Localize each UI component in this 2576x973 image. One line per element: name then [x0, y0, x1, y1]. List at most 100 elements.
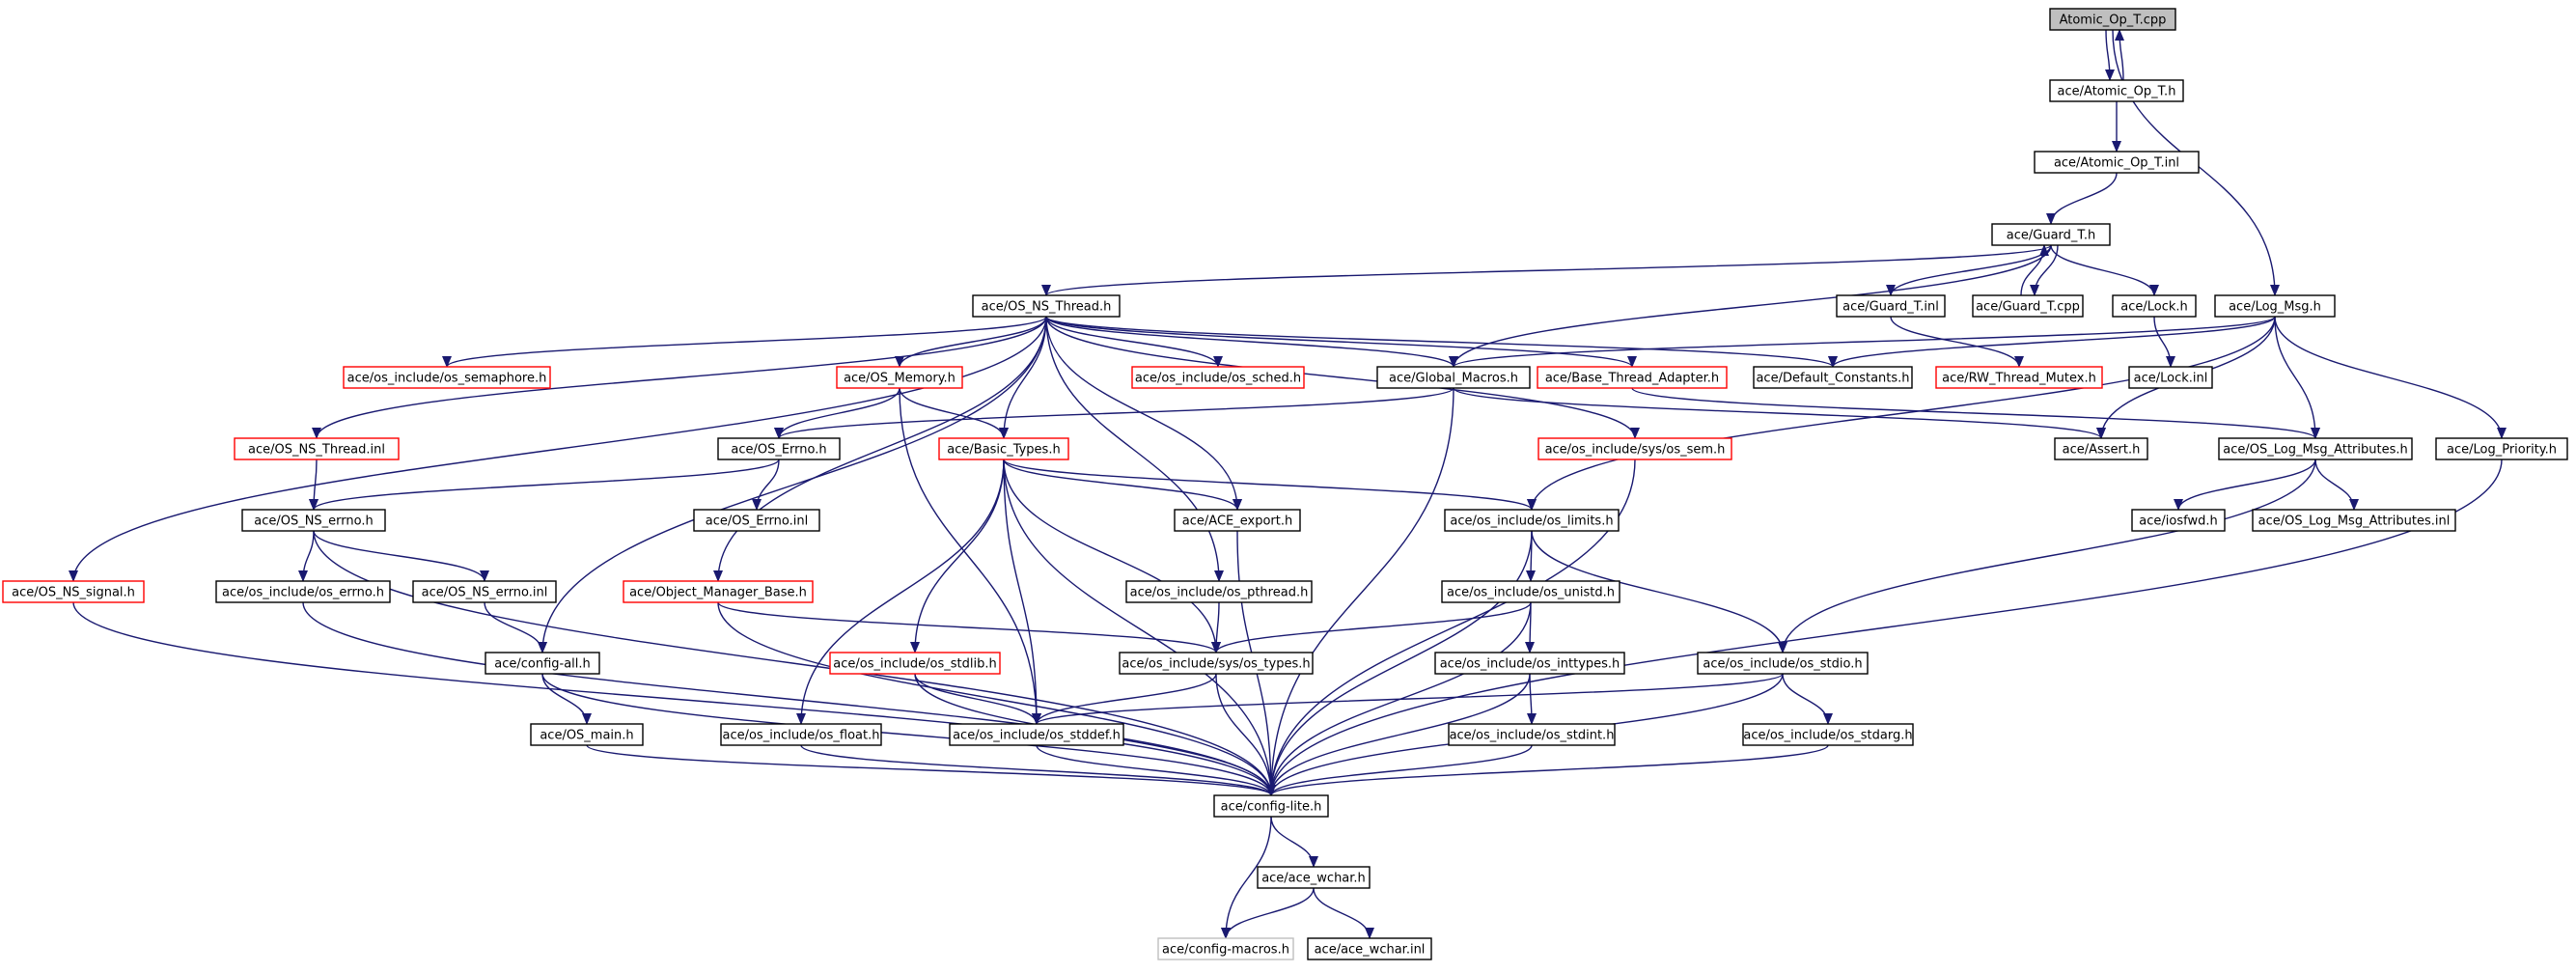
graph-node-label: ace/Base_Thread_Adapter.h	[1545, 372, 1719, 386]
graph-node-log-msg-h[interactable]: ace/Log_Msg.h	[2214, 294, 2336, 318]
graph-node-lock-inl[interactable]: ace/Lock.inl	[2128, 366, 2213, 389]
graph-node-box	[485, 652, 600, 675]
graph-node-box	[949, 723, 1124, 746]
graph-edge	[312, 316, 1047, 439]
graph-node-os-ns-signal[interactable]: ace/OS_NS_signal.h	[2, 580, 145, 603]
graph-node-guard-inl[interactable]: ace/Guard_T.inl	[1836, 294, 1946, 318]
graph-edge	[2046, 172, 2118, 225]
graph-node-box	[2252, 509, 2456, 532]
graph-node-os-stddef[interactable]: ace/os_include/os_stddef.h	[949, 723, 1124, 746]
graph-node-base-thread-adapter[interactable]: ace/Base_Thread_Adapter.h	[1537, 366, 1728, 389]
graph-node-box	[2054, 437, 2148, 460]
graph-node-label: ace/ace_wchar.inl	[1315, 943, 1426, 958]
graph-node-guard-h[interactable]: ace/Guard_T.h	[1991, 223, 2111, 246]
graph-node-box	[1119, 652, 1314, 675]
graph-edge	[2274, 316, 2320, 439]
graph-node-ace-wchar-h[interactable]: ace/ace_wchar.h	[1257, 866, 1371, 889]
graph-node-rw-thread-mutex[interactable]: ace/RW_Thread_Mutex.h	[1935, 366, 2103, 389]
graph-edge	[717, 601, 1221, 653]
graph-edge	[1003, 459, 1242, 511]
graph-node-lock-h[interactable]: ace/Lock.h	[2112, 294, 2197, 318]
graph-node-label: ace/os_include/os_sched.h	[1135, 372, 1301, 386]
graph-node-os-main[interactable]: ace/OS_main.h	[530, 723, 644, 746]
graph-edge	[774, 387, 900, 439]
graph-edge	[298, 530, 315, 582]
graph-node-os-inttypes[interactable]: ace/os_include/os_inttypes.h	[1434, 652, 1625, 675]
graph-node-box	[623, 580, 814, 603]
graph-edge	[2030, 244, 2059, 296]
graph-node-label: ace/os_include/os_inttypes.h	[1440, 657, 1620, 672]
graph-node-config-lite[interactable]: ace/config-lite.h	[1213, 794, 1329, 818]
graph-node-label: ace/OS_Errno.inl	[706, 514, 808, 529]
graph-node-box	[1157, 937, 1294, 960]
graph-node-os-ns-thread-h[interactable]: ace/OS_NS_Thread.h	[972, 294, 1121, 318]
graph-edge	[1270, 816, 1318, 868]
graph-edge	[442, 316, 1047, 368]
graph-node-os-ns-errno-h[interactable]: ace/OS_NS_errno.h	[241, 509, 386, 532]
graph-node-assert-h[interactable]: ace/Assert.h	[2054, 437, 2148, 460]
graph-node-object-manager-base[interactable]: ace/Object_Manager_Base.h	[623, 580, 814, 603]
graph-edge	[1032, 673, 1784, 725]
graph-node-atomic-h[interactable]: ace/Atomic_Op_T.h	[2049, 79, 2184, 102]
graph-edge	[1045, 316, 1242, 511]
graph-edge	[1526, 673, 1537, 725]
graph-node-label: ace/OS_Errno.h	[731, 443, 826, 458]
graph-node-config-macros[interactable]: ace/config-macros.h	[1157, 937, 1294, 960]
graph-edge	[717, 601, 1276, 796]
graph-node-default-constants[interactable]: ace/Default_Constants.h	[1753, 366, 1913, 389]
graph-node-iosfwd[interactable]: ace/iosfwd.h	[2131, 509, 2226, 532]
graph-node-label: ace/Guard_T.h	[2007, 229, 2095, 243]
graph-node-global-macros[interactable]: ace/Global_Macros.h	[1376, 366, 1531, 389]
graph-node-os-errno-inl[interactable]: ace/OS_Errno.inl	[693, 509, 820, 532]
graph-node-box	[1537, 437, 1732, 460]
graph-node-log-priority[interactable]: ace/Log_Priority.h	[2435, 437, 2568, 460]
graph-node-os-ns-errno-inl[interactable]: ace/OS_NS_errno.inl	[412, 580, 557, 603]
graph-node-os-semaphore[interactable]: ace/os_include/os_semaphore.h	[343, 366, 551, 389]
graph-node-os-sys-types[interactable]: ace/os_include/sys/os_types.h	[1119, 652, 1314, 675]
graph-node-os-stdint[interactable]: ace/os_include/os_stdint.h	[1448, 723, 1616, 746]
graph-node-os-limits[interactable]: ace/os_include/os_limits.h	[1444, 509, 1620, 532]
graph-node-ace-export[interactable]: ace/ACE_export.h	[1174, 509, 1301, 532]
graph-node-os-stdio[interactable]: ace/os_include/os_stdio.h	[1697, 652, 1869, 675]
graph-node-os-memory[interactable]: ace/OS_Memory.h	[836, 366, 963, 389]
graph-node-box	[1125, 580, 1313, 603]
graph-node-os-sched[interactable]: ace/os_include/os_sched.h	[1131, 366, 1305, 389]
graph-node-label: ace/os_include/os_errno.h	[222, 586, 384, 600]
graph-edge	[1266, 744, 1829, 796]
graph-node-os-errno-h[interactable]: ace/OS_Errno.h	[717, 437, 841, 460]
graph-edge	[1041, 244, 2052, 296]
graph-node-os-pthread[interactable]: ace/os_include/os_pthread.h	[1125, 580, 1313, 603]
graph-node-box	[412, 580, 557, 603]
graph-edge	[484, 601, 547, 653]
graph-node-os-sys-sem[interactable]: ace/os_include/sys/os_sem.h	[1537, 437, 1732, 460]
graph-edge	[586, 744, 1276, 796]
graph-node-os-unistd[interactable]: ace/os_include/os_unistd.h	[1441, 580, 1620, 603]
graph-edge	[713, 316, 1047, 582]
graph-edge	[895, 316, 1047, 368]
graph-node-label: ace/os_include/os_unistd.h	[1447, 586, 1615, 600]
graph-node-os-stdlib[interactable]: ace/os_include/os_stdlib.h	[829, 652, 1001, 675]
graph-node-basic-types[interactable]: ace/Basic_Types.h	[938, 437, 1069, 460]
graph-edge	[1828, 316, 2276, 368]
graph-node-label: ace/Lock.h	[2120, 300, 2188, 315]
graph-node-os-float[interactable]: ace/os_include/os_float.h	[720, 723, 882, 746]
graph-edge	[1453, 387, 2106, 439]
graph-node-os-stdarg[interactable]: ace/os_include/os_stdarg.h	[1742, 723, 1914, 746]
graph-node-box	[2131, 509, 2226, 532]
graph-node-os-include-errno[interactable]: ace/os_include/os_errno.h	[215, 580, 391, 603]
graph-edge	[1211, 601, 1222, 653]
graph-edge	[1045, 316, 1838, 368]
graph-node-atomic-cpp[interactable]: Atomic_Op_T.cpp	[2049, 8, 2176, 31]
graph-node-config-all[interactable]: ace/config-all.h	[485, 652, 600, 675]
graph-node-os-log-msg-attr[interactable]: ace/OS_Log_Msg_Attributes.h	[2218, 437, 2413, 460]
graph-edge	[1631, 387, 2320, 439]
graph-node-os-ns-thread-inl[interactable]: ace/OS_NS_Thread.inl	[234, 437, 400, 460]
graph-node-label: ace/Object_Manager_Base.h	[629, 586, 807, 600]
graph-node-box	[2435, 437, 2568, 460]
graph-edge	[1045, 316, 1637, 368]
graph-node-ace-wchar-inl[interactable]: ace/ace_wchar.inl	[1307, 937, 1432, 960]
graph-node-guard-cpp[interactable]: ace/Guard_T.cpp	[1972, 294, 2084, 318]
graph-node-box	[1213, 794, 1329, 818]
graph-node-os-log-msg-attr-inl[interactable]: ace/OS_Log_Msg_Attributes.inl	[2252, 509, 2456, 532]
graph-node-atomic-inl[interactable]: ace/Atomic_Op_T.inl	[2034, 151, 2200, 174]
